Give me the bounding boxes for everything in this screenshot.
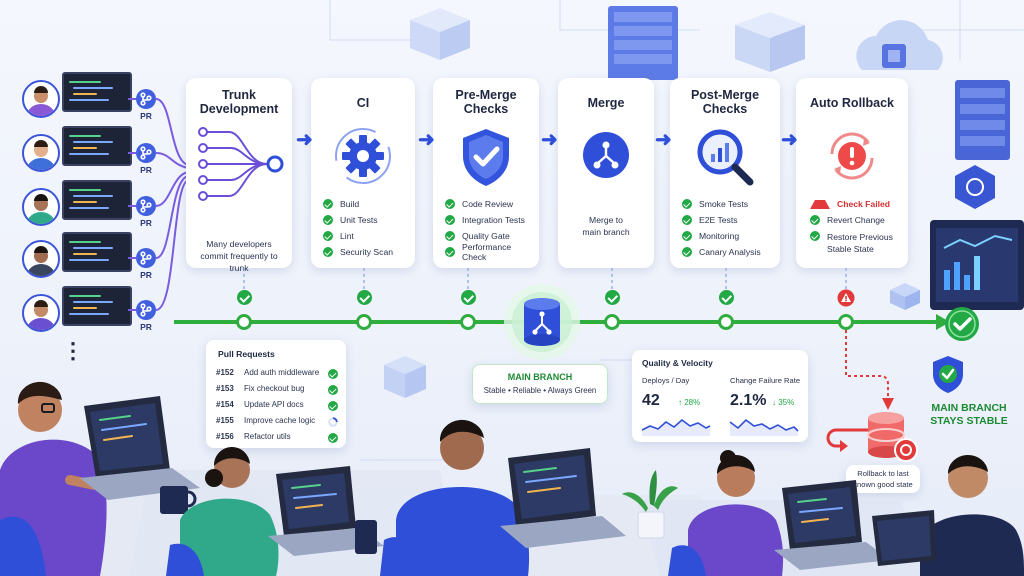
laptop bbox=[872, 510, 936, 566]
developer-person bbox=[688, 450, 783, 576]
coffee-cup bbox=[355, 520, 377, 554]
laptop bbox=[80, 396, 200, 500]
